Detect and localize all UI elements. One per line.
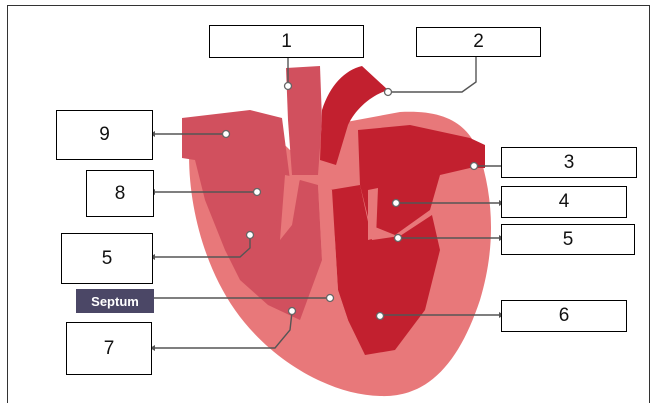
label-box-3[interactable]: 3 — [501, 147, 637, 178]
leader-2 — [388, 55, 476, 92]
septum-label: Septum — [76, 289, 154, 313]
label-box-8[interactable]: 8 — [86, 170, 154, 217]
superior-vessel — [286, 66, 322, 175]
label-box-7[interactable]: 7 — [66, 322, 152, 375]
label-box-6[interactable]: 6 — [501, 300, 627, 332]
label-box-2[interactable]: 2 — [416, 27, 541, 57]
label-box-5-right[interactable]: 5 — [501, 224, 635, 255]
label-box-1[interactable]: 1 — [209, 25, 364, 58]
label-box-4[interactable]: 4 — [501, 186, 627, 218]
label-box-9[interactable]: 9 — [56, 110, 153, 160]
label-box-5-left[interactable]: 5 — [61, 233, 153, 284]
